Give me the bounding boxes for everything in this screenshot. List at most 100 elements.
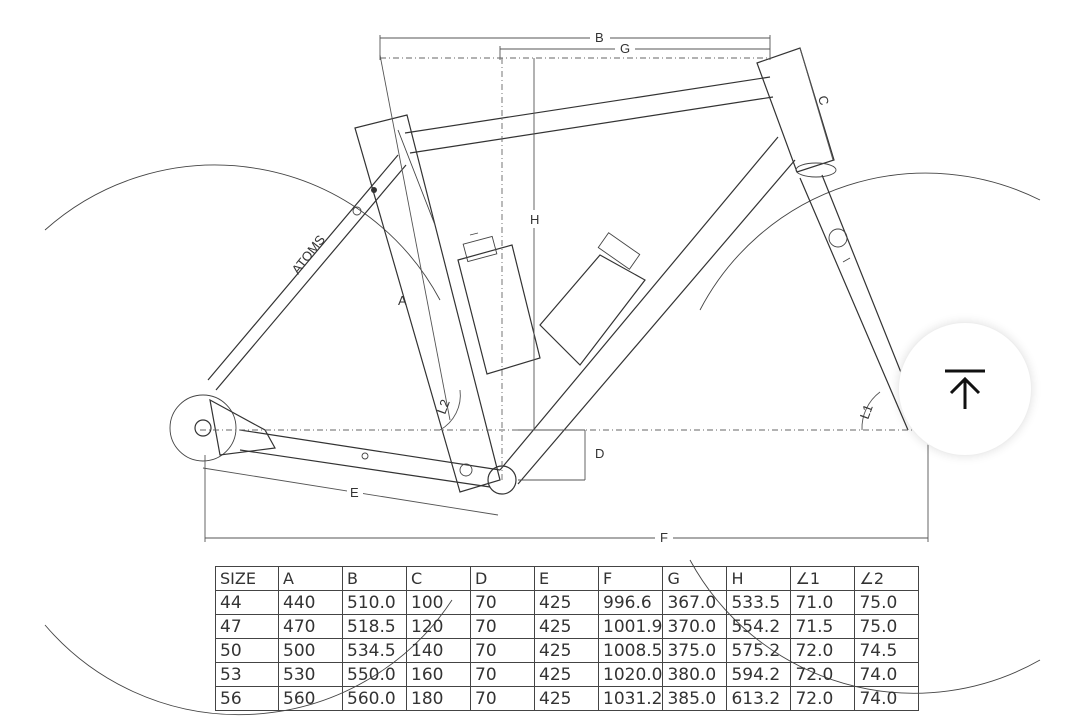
table-cell: 50 <box>215 638 279 663</box>
seat-tube <box>354 114 501 493</box>
label-G: G <box>620 41 630 56</box>
top-tube <box>404 76 774 154</box>
table-cell: 70 <box>470 638 535 663</box>
table-cell: 440 <box>278 590 343 615</box>
table-cell: 75.0 <box>854 590 920 615</box>
table-row: 53 530 550.0 160 70 425 1020.0 380.0 594… <box>215 662 920 687</box>
dimension-F: F <box>204 430 929 545</box>
table-cell: 370.0 <box>662 614 728 639</box>
table-cell: 72.0 <box>790 638 856 663</box>
dimension-B: B <box>379 30 771 60</box>
label-A: A <box>398 293 407 308</box>
label-H: H <box>530 212 539 227</box>
label-E: E <box>350 485 359 500</box>
table-header-row: SIZE A B C D E F G H ∠1 ∠2 <box>215 566 920 591</box>
table-row: 56 560 560.0 180 70 425 1031.2 385.0 613… <box>215 686 920 711</box>
label-D: D <box>595 446 604 461</box>
table-cell: 425 <box>534 662 599 687</box>
table-cell: 75.0 <box>854 614 920 639</box>
table-row: 47 470 518.5 120 70 425 1001.9 370.0 554… <box>215 614 920 639</box>
table-cell: 594.2 <box>726 662 792 687</box>
table-cell: 510.0 <box>342 590 407 615</box>
dimension-A: A <box>379 54 451 421</box>
table-cell: 385.0 <box>662 686 728 711</box>
table-cell: 70 <box>470 614 535 639</box>
table-cell: 560.0 <box>342 686 407 711</box>
header-angle-1: ∠1 <box>790 566 856 591</box>
label-L2: L2 <box>434 397 453 416</box>
table-cell: 1001.9 <box>597 614 664 639</box>
angle-L1: L1 <box>857 391 881 431</box>
table-cell: 47 <box>215 614 279 639</box>
table-cell: 550.0 <box>342 662 407 687</box>
table-cell: 613.2 <box>726 686 792 711</box>
dimension-G: G <box>499 41 770 60</box>
table-cell: 375.0 <box>662 638 728 663</box>
table-cell: 100 <box>406 590 471 615</box>
header-b: B <box>342 566 407 591</box>
header-c: C <box>406 566 471 591</box>
table-cell: 71.5 <box>790 614 856 639</box>
table-cell: 425 <box>534 638 599 663</box>
down-tube-bottle <box>539 232 646 366</box>
frame-brand-text: ATOMS <box>289 232 329 277</box>
table-row: 50 500 534.5 140 70 425 1008.5 375.0 575… <box>215 638 920 663</box>
table-cell: 996.6 <box>597 590 664 615</box>
table-cell: 518.5 <box>342 614 407 639</box>
table-cell: 425 <box>534 614 599 639</box>
table-cell: 72.0 <box>790 662 856 687</box>
table-cell: 74.0 <box>854 662 920 687</box>
dimension-E: E <box>202 467 499 516</box>
header-a: A <box>278 566 343 591</box>
table-cell: 71.0 <box>790 590 856 615</box>
table-cell: 74.5 <box>854 638 920 663</box>
head-tube <box>756 47 837 178</box>
table-cell: 1031.2 <box>597 686 664 711</box>
table-cell: 74.0 <box>854 686 920 711</box>
header-g: G <box>662 566 728 591</box>
label-C: C <box>815 94 832 107</box>
scroll-to-top-button[interactable] <box>898 322 1032 456</box>
table-cell: 367.0 <box>662 590 728 615</box>
table-cell: 180 <box>406 686 471 711</box>
table-cell: 575.2 <box>726 638 792 663</box>
chain-stay <box>239 429 501 488</box>
down-tube <box>499 136 796 485</box>
table-cell: 560 <box>278 686 343 711</box>
table-cell: 44 <box>215 590 279 615</box>
table-cell: 533.5 <box>726 590 792 615</box>
seat-tube-bottle <box>457 232 541 375</box>
table-cell: 470 <box>278 614 343 639</box>
table-cell: 140 <box>406 638 471 663</box>
label-L1: L1 <box>857 402 876 421</box>
dimension-H: H <box>380 57 770 480</box>
table-cell: 425 <box>534 686 599 711</box>
header-d: D <box>470 566 535 591</box>
header-angle-2: ∠2 <box>854 566 920 591</box>
header-size: SIZE <box>215 566 279 591</box>
table-cell: 120 <box>406 614 471 639</box>
header-h: H <box>726 566 792 591</box>
table-cell: 554.2 <box>726 614 792 639</box>
table-cell: 1008.5 <box>597 638 664 663</box>
header-f: F <box>597 566 664 591</box>
table-cell: 56 <box>215 686 279 711</box>
table-cell: 530 <box>278 662 343 687</box>
table-cell: 1020.0 <box>597 662 664 687</box>
table-row: 44 440 510.0 100 70 425 996.6 367.0 533.… <box>215 590 920 615</box>
table-cell: 70 <box>470 590 535 615</box>
table-cell: 380.0 <box>662 662 728 687</box>
table-cell: 160 <box>406 662 471 687</box>
rear-dropout <box>169 394 276 462</box>
table-cell: 53 <box>215 662 279 687</box>
seat-stay: ATOMS <box>207 154 407 391</box>
table-cell: 72.0 <box>790 686 856 711</box>
label-B: B <box>595 30 604 45</box>
geometry-table: SIZE A B C D E F G H ∠1 ∠2 44 440 510.0 … <box>215 566 920 711</box>
table-cell: 500 <box>278 638 343 663</box>
table-cell: 425 <box>534 590 599 615</box>
header-e: E <box>534 566 599 591</box>
table-cell: 70 <box>470 686 535 711</box>
angle-L2: L2 <box>434 389 461 431</box>
